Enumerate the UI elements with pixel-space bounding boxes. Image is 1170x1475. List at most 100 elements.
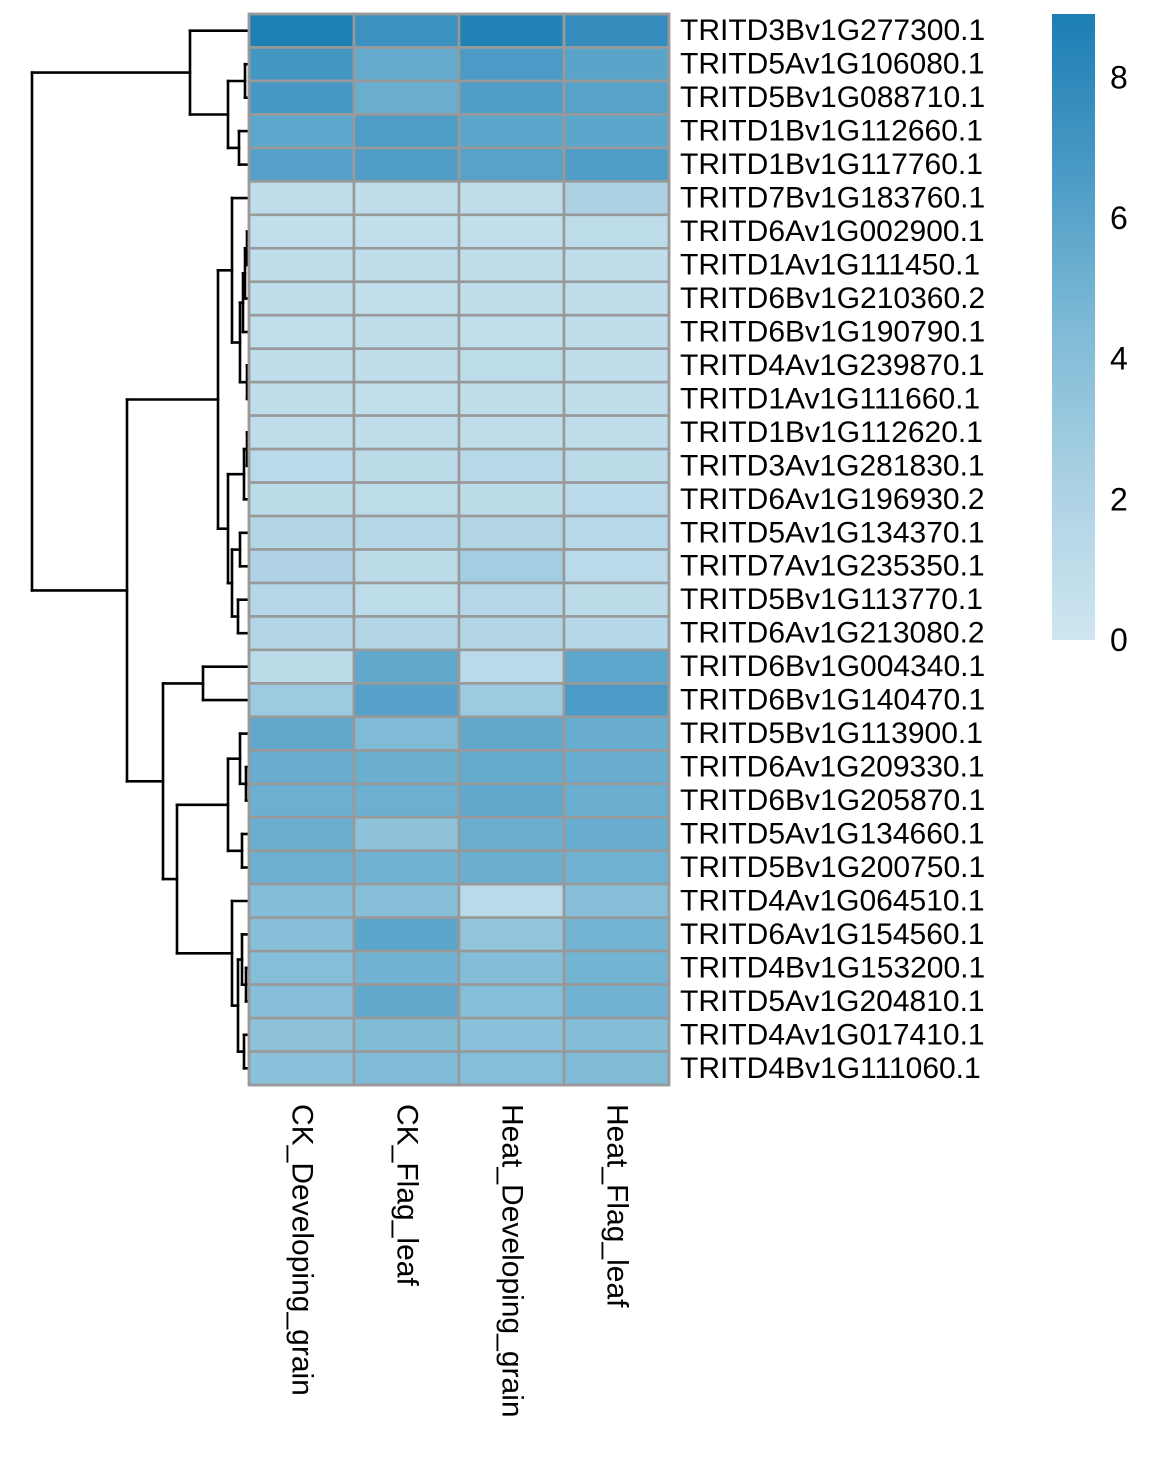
row-label: TRITD4Bv1G111060.1 [680,1052,981,1085]
heatmap-cell [457,481,566,518]
heatmap-cell [457,146,566,183]
heatmap-cell [562,782,671,819]
row-label: TRITD4Bv1G153200.1 [680,951,985,984]
heatmap-cell [562,280,671,317]
heatmap-cell [352,12,461,49]
heatmap-cell [352,715,461,752]
heatmap-cell [247,313,356,350]
heatmap-cell [352,146,461,183]
row-label: TRITD1Bv1G112660.1 [680,115,983,148]
heatmap-cell [352,347,461,384]
heatmap-cell [457,715,566,752]
heatmap-cell [247,113,356,150]
heatmap-cell [247,782,356,819]
heatmap-cell [247,949,356,986]
heatmap-cell [352,682,461,719]
heatmap-cell [562,347,671,384]
row-label: TRITD7Av1G235350.1 [680,550,985,583]
heatmap-cell [457,916,566,953]
heatmap-cell [457,380,566,417]
heatmap-cell [247,79,356,116]
heatmap-cell [457,983,566,1020]
row-label: TRITD1Av1G111450.1 [680,249,980,282]
heatmap-cell [352,79,461,116]
row-labels: TRITD3Bv1G277300.1TRITD5Av1G106080.1TRIT… [680,14,985,1085]
heatmap-cell [457,246,566,284]
heatmap-cell [457,180,566,217]
heatmap-cell [352,481,461,518]
heatmap-cell [247,12,356,49]
row-label: TRITD5Av1G134370.1 [680,516,985,549]
row-label: TRITD6Bv1G190790.1 [680,315,985,348]
column-label: CK_Developing_grain [286,1104,319,1396]
row-label: TRITD5Bv1G113770.1 [680,583,983,616]
row-label: TRITD5Av1G204810.1 [680,985,985,1018]
row-label: TRITD1Av1G111660.1 [680,382,980,415]
row-label: TRITD6Bv1G205870.1 [680,784,985,817]
heatmap-cell [352,46,461,83]
heatmap-cell [562,648,671,685]
heatmap-cell [352,447,461,484]
colorbar-tick-label: 6 [1110,200,1128,236]
heatmap-cell [457,882,566,919]
heatmap-cell [457,113,566,150]
heatmap-cell [457,447,566,484]
heatmap-cell [457,347,566,384]
heatmap-cell [562,180,671,217]
heatmap-cell [562,380,671,417]
heatmap-cell [457,682,566,719]
heatmap-cell [457,548,566,585]
heatmap-cell [247,213,356,250]
heatmap-cell [562,113,671,150]
heatmap-cell [247,514,356,551]
row-label: TRITD5Av1G106080.1 [680,48,985,81]
row-label: TRITD3Av1G281830.1 [680,449,985,482]
colorbar-tick-label: 2 [1110,481,1128,517]
heatmap-cell [352,1050,461,1087]
heatmap-cell [352,180,461,217]
row-label: TRITD5Bv1G200750.1 [680,851,985,884]
heatmap-cell [562,447,671,484]
heatmap-cell [352,514,461,551]
heatmap-cell [352,882,461,919]
heatmap-cell [562,715,671,752]
heatmap-cell [352,1016,461,1053]
heatmap-cell [247,246,356,284]
heatmap-cell [562,481,671,518]
heatmap-cell [247,481,356,518]
colorbar-tick-label: 8 [1110,59,1128,95]
heatmap-cell [562,12,671,49]
heatmap-cell [352,983,461,1020]
heatmap-cell [562,514,671,551]
heatmap-cell [247,882,356,919]
heatmap-cell [562,1050,671,1087]
heatmap-cell [247,46,356,83]
row-label: TRITD5Av1G134660.1 [680,817,985,850]
heatmap-cell [247,548,356,585]
heatmap-cell [352,782,461,819]
column-label: Heat_Developing_grain [496,1104,529,1418]
heatmap-cell [247,447,356,484]
heatmap-cell [562,246,671,284]
heatmap-cell [562,1016,671,1053]
row-label: TRITD6Av1G209330.1 [680,751,985,784]
heatmap-cell [562,682,671,719]
row-label: TRITD4Av1G017410.1 [680,1018,985,1051]
heatmap-cell [562,213,671,250]
heatmap-cell [562,983,671,1020]
heatmap-cell [457,79,566,116]
heatmap-cell [562,749,671,786]
heatmap-cell [247,1016,356,1053]
row-label: TRITD6Bv1G210360.2 [680,282,985,315]
heatmap-cell [562,581,671,618]
heatmap-cell [457,280,566,317]
heatmap-cell [457,12,566,49]
heatmap-cell [562,313,671,350]
heatmap-cell [457,414,566,451]
heatmap-cell [457,949,566,986]
heatmap-cell [562,916,671,953]
heatmap-cell [352,246,461,284]
heatmap-cell [352,615,461,652]
heatmap-cell [457,1050,566,1087]
heatmap-cell [247,380,356,417]
